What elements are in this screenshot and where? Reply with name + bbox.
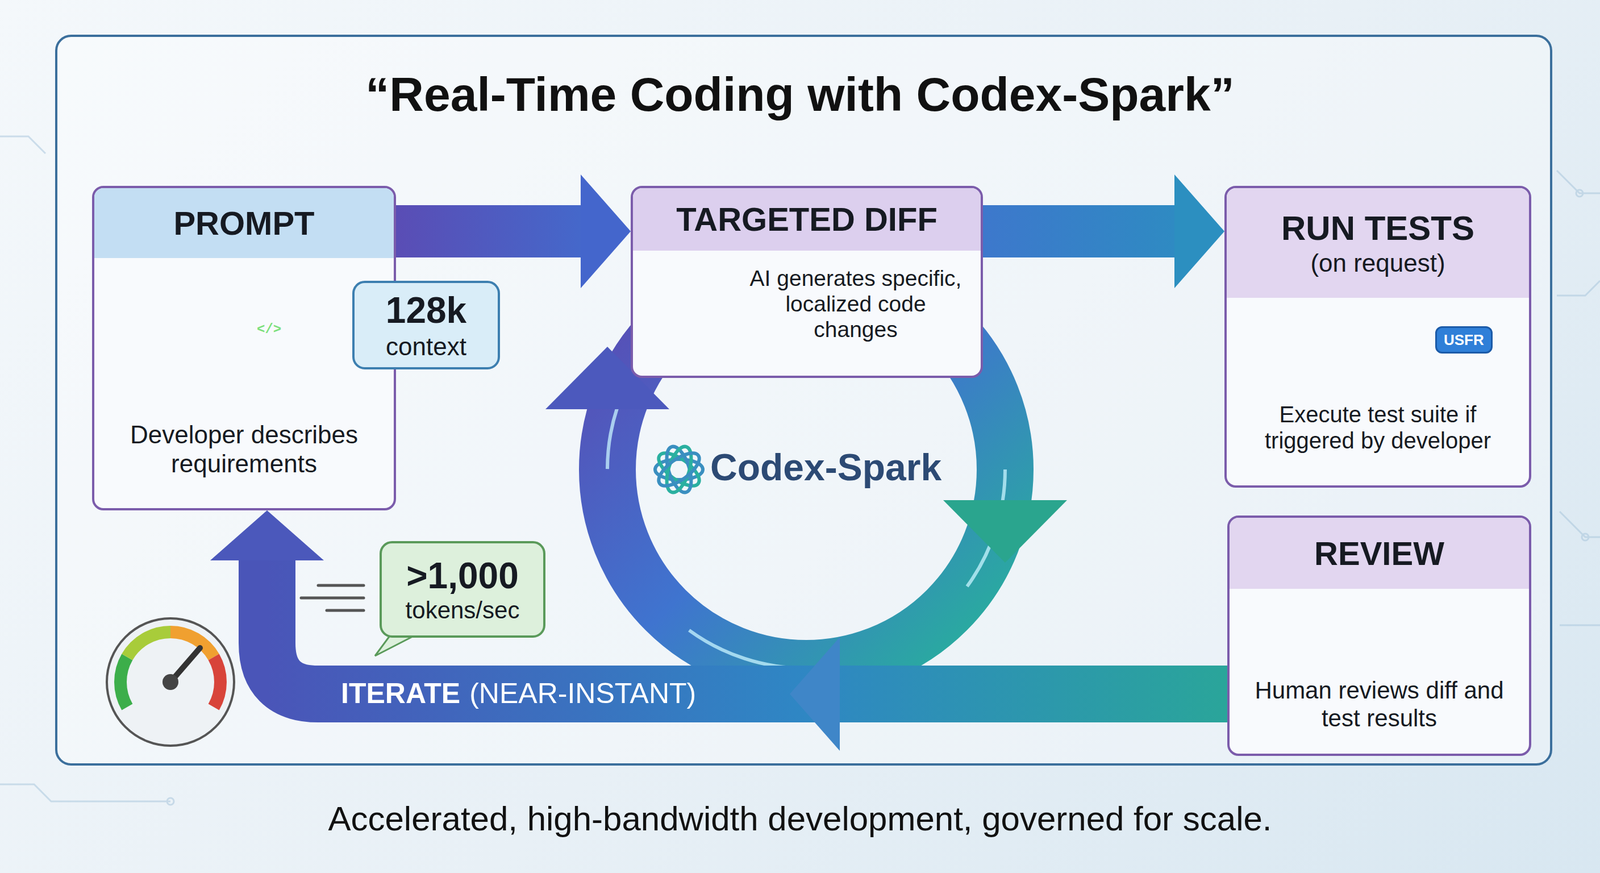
box-body: Human reviews diff and test results — [1229, 676, 1529, 741]
box-text: Human reviews diff and test results — [1252, 676, 1507, 732]
box-subheading: (on request) — [1310, 248, 1445, 278]
header-band: PROMPT — [94, 188, 394, 258]
process-box: RUN TESTS(on request) Execute test suite … — [1224, 185, 1532, 488]
header-band: RUN TESTS(on request) — [1226, 188, 1529, 298]
arrow-label: ITERATE — [340, 676, 461, 710]
button-label: USFR — [1443, 331, 1485, 349]
label-frame: </> — [256, 321, 282, 338]
flow-arrow — [982, 174, 1225, 289]
logo-wordmark: Codex-Spark — [710, 445, 942, 490]
callout-text: >1,000 — [406, 554, 519, 597]
arrow-label: (NEAR-INSTANT) — [469, 676, 697, 710]
arrow-head — [580, 174, 631, 289]
band-label-row: ITERATE(NEAR-INSTANT) — [340, 676, 697, 710]
icon-space — [632, 250, 981, 266]
arrow-shaft — [396, 205, 581, 258]
diagram-title: “Real-Time Coding with Codex-Spark” — [0, 67, 1600, 123]
box-heading: TARGETED DIFF — [676, 200, 938, 239]
codex-logo — [653, 443, 704, 495]
user-button: USFR — [1435, 326, 1493, 354]
flow-arrow — [396, 174, 631, 289]
box-body: AI generates specific, localized code ch… — [632, 265, 981, 352]
title-frame: “Real-Time Coding with Codex-Spark” — [0, 67, 1600, 123]
speed-lines — [301, 585, 364, 611]
caption-frame: Accelerated, high-bandwidth development,… — [0, 798, 1600, 839]
process-box: PROMPT Developer describes requirements — [92, 185, 397, 511]
box-text: AI generates specific, localized code ch… — [740, 265, 971, 343]
arrow-head — [210, 510, 324, 561]
box-heading: RUN TESTS — [1281, 208, 1475, 249]
box-body: Execute test suite if triggered by devel… — [1226, 401, 1529, 464]
header-band: REVIEW — [1229, 517, 1529, 589]
icon-space — [94, 257, 394, 420]
outer-frame — [56, 35, 1552, 765]
diagram-caption: Accelerated, high-bandwidth development,… — [0, 798, 1600, 839]
process-box: TARGETED DIFF AI generates specific, loca… — [630, 185, 983, 378]
process-box: REVIEW Human reviews diff and test result… — [1227, 515, 1532, 756]
header-band: TARGETED DIFF — [632, 188, 981, 251]
box-heading: REVIEW — [1314, 534, 1445, 573]
label-frame: Codex-Spark — [710, 445, 942, 490]
callout-text: tokens/sec — [405, 596, 520, 625]
arrow-head — [789, 636, 840, 751]
code-glyph: </> — [256, 321, 282, 338]
arrow-shaft — [982, 205, 1175, 258]
speed-gauge — [106, 618, 235, 746]
callout-text: context — [385, 331, 467, 361]
callout-bubble: >1,000tokens/sec — [379, 540, 546, 638]
callout-text: 128k — [385, 289, 467, 332]
box-heading: PROMPT — [173, 203, 315, 243]
box-text: Execute test suite if triggered by devel… — [1238, 401, 1518, 454]
box-text: Developer describes requirements — [105, 419, 383, 478]
arrow-head — [1174, 174, 1225, 289]
box-body: Developer describes requirements — [94, 419, 394, 487]
callout-bubble: 128kcontext — [352, 280, 500, 370]
flow-arrow — [210, 510, 1228, 751]
icon-space — [1229, 588, 1529, 677]
